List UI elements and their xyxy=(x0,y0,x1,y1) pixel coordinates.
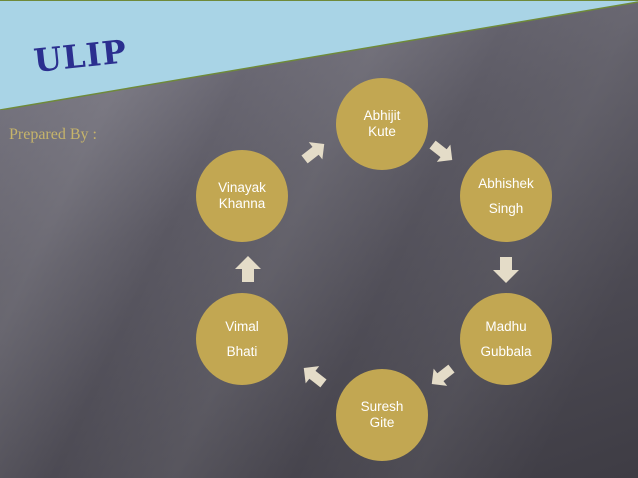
node-line-2: Bhati xyxy=(226,343,258,359)
node-line-1: Abhishek xyxy=(478,175,534,191)
cycle-node-vimal-bhati: Vimal Bhati xyxy=(196,293,288,385)
cycle-node-suresh-gite: Suresh Gite xyxy=(336,369,428,461)
node-line-2: Gite xyxy=(369,415,395,430)
node-line-2: Kute xyxy=(368,124,396,139)
node-line-2: Khanna xyxy=(218,196,266,211)
node-line-2: Singh xyxy=(488,200,524,216)
node-line-1: Madhu xyxy=(485,318,527,334)
arrow-up-icon xyxy=(235,256,261,282)
cycle-node-abhijit-kute: Abhijit Kute xyxy=(336,78,428,170)
node-line-1: Suresh xyxy=(360,399,404,415)
node-line-1: Abhijit xyxy=(363,108,401,124)
node-line-2: Gubbala xyxy=(480,343,532,359)
arrow-right-down-icon xyxy=(429,140,453,162)
prepared-by-label: Prepared By : xyxy=(9,126,97,143)
node-line-1: Vimal xyxy=(225,318,259,334)
arrow-left-up-icon xyxy=(303,366,327,388)
cycle-node-vinayak-khanna: Vinayak Khanna xyxy=(196,150,288,242)
title-banner xyxy=(0,0,638,110)
arrow-down-icon xyxy=(493,257,519,283)
arrow-right-up-icon xyxy=(301,142,325,164)
arrow-left-down-icon xyxy=(431,364,455,386)
cycle-node-abhishek-singh: Abhishek Singh xyxy=(460,150,552,242)
node-line-1: Vinayak xyxy=(218,180,266,196)
cycle-node-madhu-gubbala: Madhu Gubbala xyxy=(460,293,552,385)
